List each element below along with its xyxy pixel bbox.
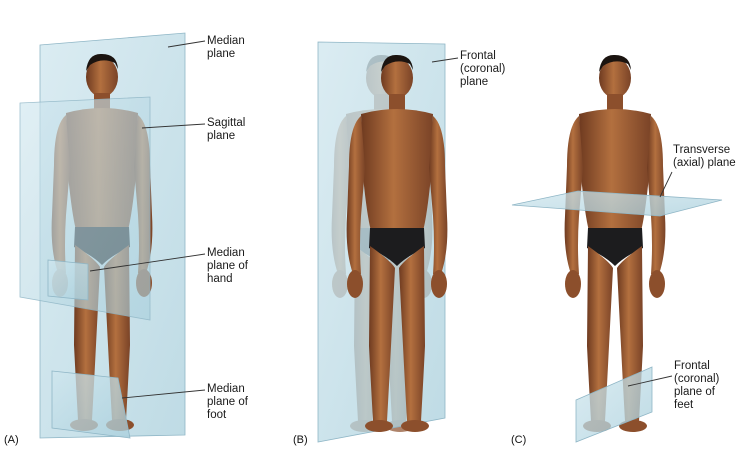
leader-frontal-plane-of-feet [627, 375, 673, 387]
callout-line: plane [460, 76, 489, 88]
callout-line: Median [207, 247, 245, 259]
panel-label-c: (C) [511, 434, 527, 446]
leader-sagittal-plane [141, 123, 206, 129]
callout-line: foot [207, 409, 227, 421]
callout-transverse-axial-plane: Transverse (axial) plane [673, 144, 736, 170]
leader-frontal-plane [431, 57, 459, 63]
callout-line: Sagittal [207, 117, 246, 129]
callout-line: Transverse [673, 144, 731, 156]
callout-line: Frontal [460, 50, 496, 62]
median-plane-of-hand [47, 259, 89, 301]
panel-label-b: (B) [293, 434, 308, 446]
leader-median-plane [167, 40, 206, 48]
callout-line: Median [207, 35, 245, 47]
callout-line: (coronal) [674, 373, 720, 385]
callout-line: (axial) plane [673, 157, 736, 169]
callout-median-plane: Median plane [207, 35, 245, 61]
leader-transverse-plane [659, 171, 673, 198]
callout-median-plane-of-hand: Median plane of hand [207, 247, 248, 286]
callout-median-plane-of-foot: Median plane of foot [207, 383, 248, 422]
callout-frontal-plane-of-feet: Frontal (coronal) plane of feet [674, 360, 719, 412]
callout-line: (coronal) [460, 63, 506, 75]
callout-sagittal-plane: Sagittal plane [207, 117, 245, 143]
panel-b [317, 41, 459, 443]
median-plane-of-foot [51, 370, 131, 439]
panel-c [511, 54, 723, 443]
panel-a [19, 32, 206, 439]
callout-line: plane [207, 130, 236, 142]
leader-median-plane-of-foot [121, 389, 206, 399]
callout-frontal-coronal-plane: Frontal (coronal) plane [460, 50, 505, 89]
transverse-axial-plane [511, 190, 723, 217]
callout-line: plane [207, 48, 236, 60]
callout-line: plane of [674, 386, 715, 398]
callout-line: plane of [207, 396, 248, 408]
callout-line: hand [207, 273, 233, 285]
callout-line: Median [207, 383, 245, 395]
callout-line: plane of [207, 260, 248, 272]
frontal-plane-of-feet [575, 366, 653, 443]
callout-line: feet [674, 399, 694, 411]
leader-median-plane-of-hand [89, 253, 206, 272]
callout-line: Frontal [674, 360, 710, 372]
panel-label-a: (A) [4, 434, 19, 446]
